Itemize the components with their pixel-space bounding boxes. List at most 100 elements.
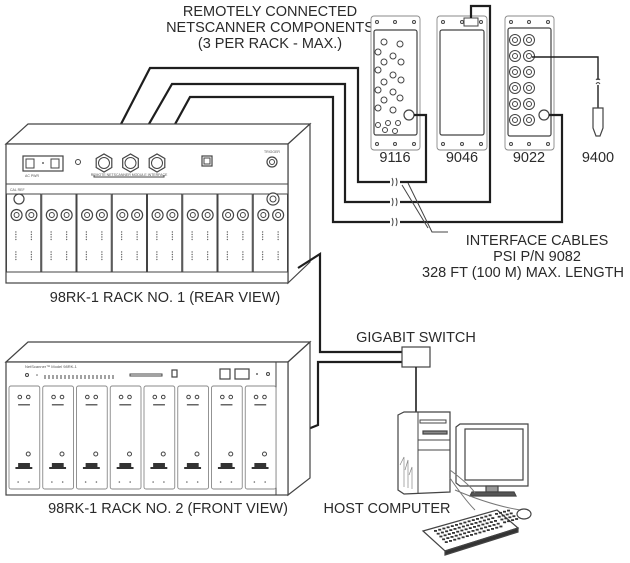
rear-slot[interactable] xyxy=(182,193,218,273)
cal-ref-connector[interactable] xyxy=(13,193,25,205)
slot-led xyxy=(186,394,191,400)
led-dot xyxy=(50,251,52,253)
module-9022[interactable]: 9022 xyxy=(504,15,555,166)
led-dot xyxy=(65,238,68,241)
key xyxy=(461,536,465,539)
numpad-key xyxy=(507,520,511,523)
front-ethernet-port-1[interactable] xyxy=(219,368,231,380)
front-slot[interactable] xyxy=(143,385,176,490)
key xyxy=(467,520,471,523)
front-slot[interactable] xyxy=(211,385,243,490)
rear-slot[interactable] xyxy=(41,193,77,273)
slot-led xyxy=(127,394,132,400)
key xyxy=(474,522,478,524)
led-dot xyxy=(277,233,279,236)
led-dot xyxy=(226,258,229,261)
key xyxy=(452,532,455,534)
led-dot xyxy=(156,233,158,236)
slot-cover xyxy=(8,385,41,490)
bnc-connector xyxy=(509,66,521,78)
interface-cables xyxy=(103,4,564,233)
led-dot xyxy=(120,231,123,233)
key xyxy=(445,530,449,533)
numpad-key xyxy=(512,515,516,518)
bnc-connector xyxy=(221,208,235,222)
rear-slot[interactable] xyxy=(252,193,288,273)
led-dot xyxy=(156,231,158,233)
key xyxy=(488,525,492,527)
slot-cover xyxy=(76,385,108,490)
slot-led xyxy=(118,394,124,400)
trigger-connector[interactable] xyxy=(266,156,278,168)
computer-tower xyxy=(397,411,451,495)
ethernet-port[interactable] xyxy=(201,155,213,167)
rear-slot[interactable] xyxy=(76,193,112,273)
key xyxy=(491,517,495,519)
led-dot xyxy=(242,238,244,241)
key xyxy=(479,527,483,530)
key xyxy=(459,522,463,525)
key xyxy=(471,530,475,532)
bnc-connector-grid xyxy=(509,34,535,126)
key xyxy=(484,515,488,518)
led-dot xyxy=(226,253,229,256)
pressure-port-grid xyxy=(374,38,405,134)
numpad-key xyxy=(505,513,509,516)
rear-slot[interactable] xyxy=(217,193,253,273)
led-dot xyxy=(191,236,193,238)
slot-screw xyxy=(61,481,64,483)
key xyxy=(467,531,471,533)
host-computer[interactable]: HOST COMPUTER xyxy=(323,411,532,556)
switch-box xyxy=(401,346,431,368)
led-dot xyxy=(136,236,138,238)
slot-frame xyxy=(41,193,77,273)
front-slot[interactable] xyxy=(244,385,277,490)
rear-slot[interactable] xyxy=(111,193,147,273)
slot-frame xyxy=(6,193,42,273)
front-slot[interactable] xyxy=(177,385,209,490)
rack-1-rear-view[interactable]: AC PWR REMOTE NETSCANNER MODULE INTERFAC… xyxy=(4,122,312,306)
bnc-connector-center xyxy=(526,85,532,91)
slot-release xyxy=(127,451,132,457)
rack-2-front-view[interactable]: NetScanner™ Model 98RK-1 98RK-1 RACK NO.… xyxy=(4,340,312,517)
bnc-connector-center xyxy=(512,101,518,107)
module-9046[interactable]: 9046 xyxy=(436,15,488,166)
bnc-connector-center xyxy=(154,212,161,218)
led-dot xyxy=(101,256,103,258)
led-dot xyxy=(30,238,33,241)
front-control-panel xyxy=(25,368,270,380)
key xyxy=(456,530,460,533)
slot-label xyxy=(85,404,98,406)
bnc-connector-center xyxy=(28,212,35,218)
slot-handle-base xyxy=(116,467,134,469)
output-connector[interactable] xyxy=(266,192,280,206)
reset-button[interactable] xyxy=(171,369,178,378)
key xyxy=(477,524,481,527)
rear-slot[interactable] xyxy=(6,193,42,273)
probe-9400[interactable]: 9400 xyxy=(532,56,614,166)
front-ethernet-port-2[interactable] xyxy=(234,368,250,380)
led-dot xyxy=(30,236,33,238)
remote-connector-ring xyxy=(98,157,110,169)
slot-led xyxy=(228,394,234,400)
module-9116[interactable]: 9116 xyxy=(370,15,421,166)
rear-slot[interactable] xyxy=(147,193,183,273)
led-dot xyxy=(156,258,158,261)
front-slot[interactable] xyxy=(8,385,41,490)
interface-cables-line-1: INTERFACE CABLES xyxy=(466,233,609,249)
numpad-key xyxy=(500,518,504,521)
bnc-connector-center xyxy=(512,37,518,43)
slot-handle xyxy=(18,463,30,467)
bnc-connector-center xyxy=(48,212,55,218)
led-dot xyxy=(120,258,123,261)
9022-interface-connector xyxy=(538,109,550,121)
gigabit-switch[interactable]: GIGABIT SWITCH xyxy=(356,330,476,412)
slot-screw xyxy=(28,481,30,483)
front-slot[interactable] xyxy=(42,385,74,490)
slot-release xyxy=(25,451,31,457)
key xyxy=(447,533,451,535)
front-slot[interactable] xyxy=(76,385,108,490)
led-dot xyxy=(120,236,123,238)
led-dot xyxy=(226,236,229,238)
front-slot[interactable] xyxy=(109,385,142,490)
